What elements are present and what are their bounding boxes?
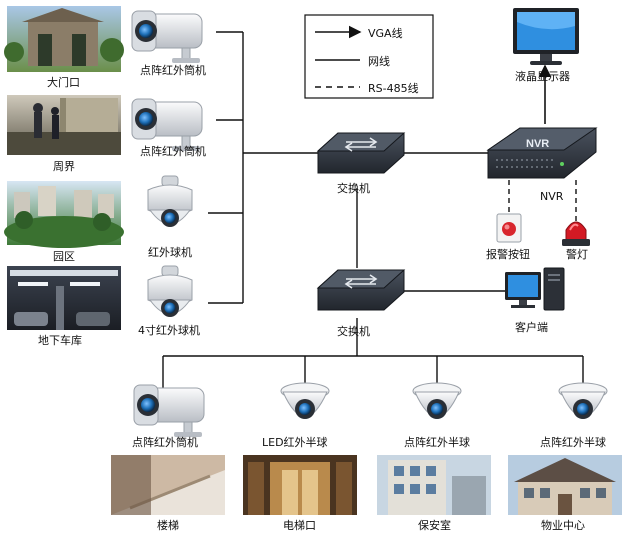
speed-dome-camera-icon	[147, 175, 193, 228]
dome-camera-icon	[412, 382, 462, 420]
bullet-camera-icon	[131, 10, 203, 64]
bottom-camera-label-2: LED红外半球	[262, 435, 328, 449]
switch-bottom-label: 交换机	[337, 324, 370, 338]
site-photo-gate	[4, 6, 124, 72]
nvr-icon: NVR	[486, 127, 598, 179]
speed-dome-camera-icon	[147, 265, 193, 318]
left-camera-label-1: 点阵红外筒机	[140, 63, 206, 77]
switch-bottom-icon	[317, 269, 405, 311]
switch-top-label: 交换机	[337, 181, 370, 195]
left-camera-label-2: 点阵红外筒机	[140, 144, 206, 158]
legend-rs485-label: RS-485线	[368, 81, 419, 95]
bottom-camera-label-3: 点阵红外半球	[404, 435, 470, 449]
nvr-label: NVR	[540, 190, 564, 203]
left-camera-label-4: 4寸红外球机	[138, 323, 200, 337]
network-lines	[162, 31, 584, 395]
switch-top-icon	[317, 132, 405, 174]
site-label-perimeter: 周界	[53, 160, 75, 173]
site-label-gate: 大门口	[47, 75, 80, 89]
site-label-guard-room: 保安室	[418, 518, 451, 532]
rs485-lines	[508, 180, 577, 222]
site-label-stairs: 楼梯	[157, 518, 179, 532]
bullet-camera-icon	[131, 98, 203, 152]
bullet-camera-icon	[133, 384, 205, 438]
nvr-badge: NVR	[526, 138, 549, 150]
client-computer-icon	[505, 267, 565, 311]
alarm-light-icon	[562, 221, 590, 246]
site-photo-stairs	[111, 455, 225, 515]
site-label-park: 园区	[53, 250, 75, 263]
alarm-light-label: 警灯	[566, 247, 588, 261]
site-photo-park	[4, 181, 124, 248]
dome-camera-icon	[558, 382, 608, 420]
legend-vga-label: VGA线	[368, 26, 403, 40]
monitor-label: 液晶显示器	[515, 69, 570, 83]
site-photo-perimeter	[7, 95, 121, 155]
site-photo-elevator	[243, 455, 357, 515]
legend-network-label: 网线	[368, 54, 390, 68]
dome-camera-icon	[280, 382, 330, 420]
client-label: 客户端	[515, 320, 548, 334]
site-photo-guard-room	[377, 455, 491, 515]
legend: VGA线 网线 RS-485线	[304, 14, 434, 99]
site-label-garage: 地下车库	[38, 333, 82, 347]
bottom-camera-label-1: 点阵红外筒机	[132, 435, 198, 449]
monitor-icon	[513, 8, 579, 65]
site-label-property-center: 物业中心	[541, 518, 585, 532]
site-photo-property-center	[508, 455, 622, 515]
site-photo-garage	[7, 266, 121, 330]
alarm-button-icon	[496, 213, 522, 243]
left-camera-label-3: 红外球机	[148, 245, 192, 259]
alarm-button-label: 报警按钮	[486, 247, 530, 261]
site-label-elevator: 电梯口	[283, 519, 316, 532]
bottom-camera-label-4: 点阵红外半球	[540, 435, 606, 449]
